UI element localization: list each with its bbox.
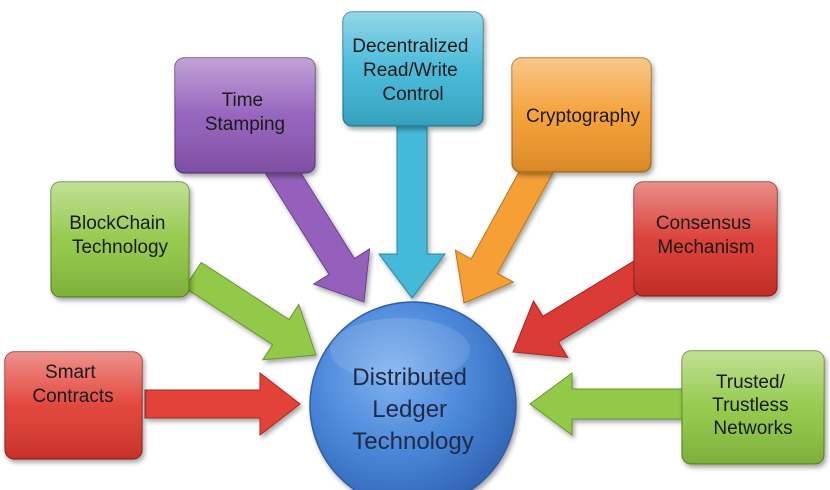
node-label-line: Decentralized — [352, 36, 468, 57]
arrow-blockchain-technology — [184, 261, 317, 361]
arrow-smart-contracts — [144, 371, 301, 437]
center-label: Distributed Ledger Technology — [352, 364, 473, 455]
node-label-line: Trustless — [712, 395, 788, 416]
node-label-trusted-trustless-networks: Trusted/ Trustless Networks — [712, 372, 794, 439]
node-label-line: Control — [382, 84, 443, 105]
arrow-trusted-trustless-networks — [529, 372, 683, 436]
node-label-line: Contracts — [32, 386, 113, 407]
center-label-line: Technology — [352, 428, 473, 455]
arrow-time-stamping — [264, 156, 371, 303]
node-label-line: Stamping — [205, 114, 285, 135]
node-consensus-mechanism: Consensus Mechanism — [633, 181, 778, 297]
node-label-line: Consensus — [656, 213, 751, 234]
node-label-line: Time — [222, 90, 264, 111]
node-smart-contracts: Smart Contracts — [4, 351, 143, 460]
node-blockchain-technology: BlockChain Technology — [50, 181, 190, 298]
center-label-line: Distributed — [352, 364, 467, 391]
node-label-line: BlockChain — [69, 213, 165, 234]
node-label-smart-contracts: Smart Contracts — [32, 362, 113, 407]
node-label-line: Read/Write — [363, 60, 458, 81]
node-label-cryptography: Cryptography — [526, 106, 641, 127]
node-label-line: Mechanism — [657, 237, 754, 258]
node-label-line: Cryptography — [526, 106, 641, 127]
node-time-stamping: Time Stamping — [174, 57, 316, 174]
node-label-line: Networks — [713, 418, 792, 439]
center-label-line: Ledger — [372, 396, 447, 423]
node-label-line: Trusted/ — [716, 372, 786, 393]
node-cryptography: Cryptography — [511, 57, 652, 173]
node-label-line: Smart — [45, 362, 96, 383]
node-label-line: Technology — [72, 237, 169, 258]
node-label-time-stamping: Time Stamping — [205, 90, 285, 135]
node-label-blockchain-technology: BlockChain Technology — [69, 213, 170, 258]
arrow-decentralized-read-write-control — [378, 125, 446, 299]
node-label-consensus-mechanism: Consensus Mechanism — [656, 213, 756, 258]
node-label-decentralized-read-write-control: Decentralized Read/Write Control — [352, 36, 473, 105]
arrows-layer — [144, 125, 683, 437]
center-node: Distributed Ledger Technology — [309, 301, 517, 490]
arrow-cryptography — [454, 157, 554, 304]
node-decentralized-read-write-control: Decentralized Read/Write Control — [342, 11, 484, 127]
node-trusted-trustless-networks: Trusted/ Trustless Networks — [681, 350, 825, 465]
